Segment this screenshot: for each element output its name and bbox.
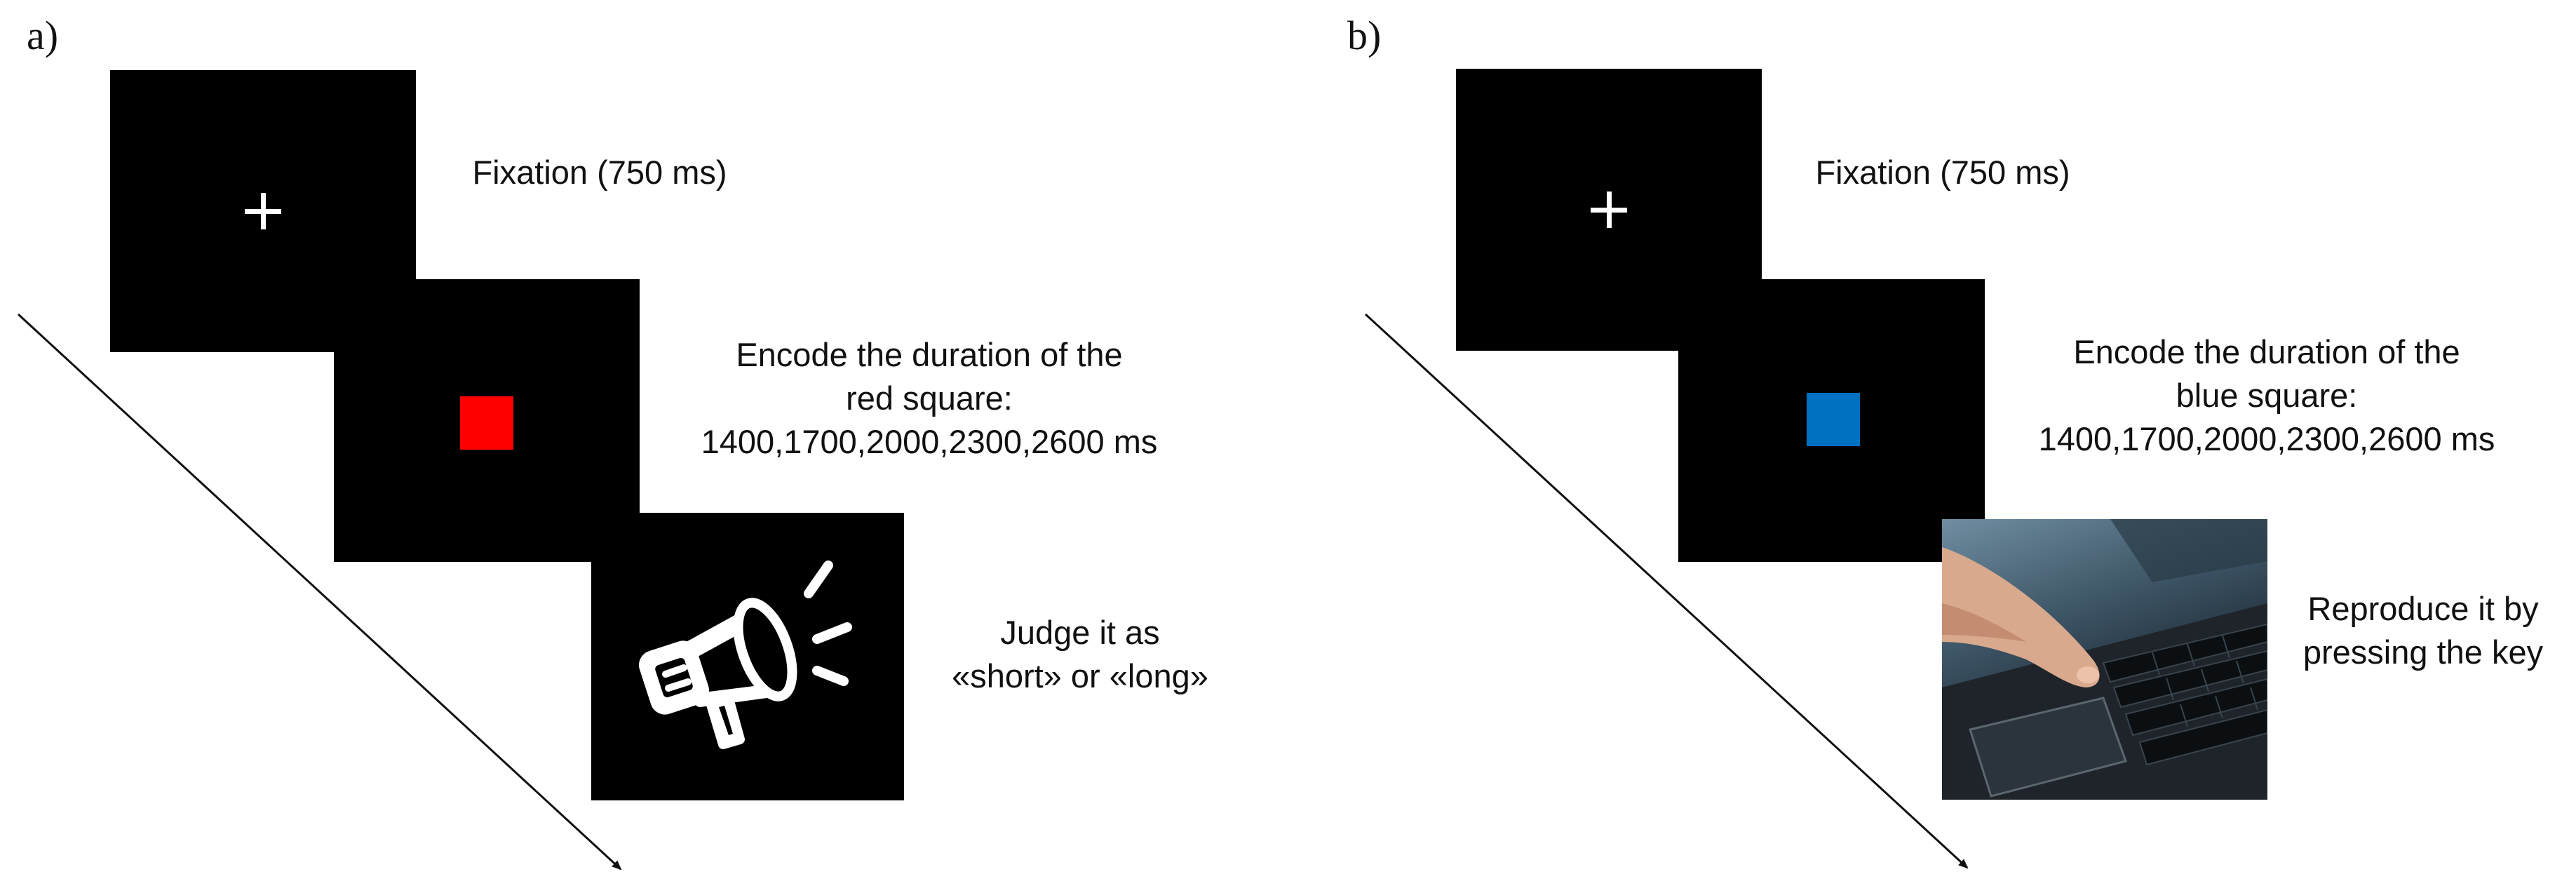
panel-a-encode-screen <box>334 279 640 562</box>
keyboard-photo-illustration <box>1942 519 2267 800</box>
panel-b-encode-screen <box>1678 279 1985 562</box>
caption-line: 1400,1700,2000,2300,2600 ms <box>2038 420 2495 457</box>
megaphone-icon <box>639 560 852 749</box>
panel-a-response-caption: Judge it as «short» or «long» <box>926 611 1234 698</box>
caption-line: Encode the duration of the <box>736 336 1123 373</box>
caption-line: Reproduce it by <box>2307 590 2539 627</box>
finger-pressing-keyboard-photo <box>1942 519 2267 800</box>
panel-b-time-arrow <box>1364 313 1969 869</box>
panel-a-fixation-caption: Fixation (750 ms) <box>442 151 757 194</box>
caption-line: Fixation (750 ms) <box>1815 154 2070 191</box>
red-square <box>460 396 513 450</box>
caption-line: «short» or «long» <box>952 657 1208 694</box>
fixation-cross-icon <box>245 193 281 229</box>
caption-line: pressing the key <box>2302 633 2544 671</box>
caption-line: Fixation (750 ms) <box>472 154 727 191</box>
panel-b-encode-caption: Encode the duration of the blue square: … <box>2007 330 2526 461</box>
caption-line: Encode the duration of the <box>2073 333 2460 370</box>
panel-b-letter: b) <box>1347 13 1382 58</box>
panel-a-response-screen <box>591 513 904 800</box>
blue-square <box>1807 393 1860 446</box>
panel-a-time-arrow <box>17 313 622 871</box>
panel-b-fixation-caption: Fixation (750 ms) <box>1785 151 2100 194</box>
panel-b-response-caption: Reproduce it by pressing the key <box>2272 587 2574 674</box>
panel-a-letter: a) <box>27 13 59 58</box>
fixation-cross-icon <box>1591 192 1627 228</box>
panel-a-encode-caption: Encode the duration of the red square: 1… <box>670 333 1189 464</box>
caption-line: Judge it as <box>1000 614 1160 651</box>
caption-line: 1400,1700,2000,2300,2600 ms <box>701 423 1158 460</box>
caption-line: red square: <box>846 380 1013 417</box>
caption-line: blue square: <box>2176 377 2358 414</box>
